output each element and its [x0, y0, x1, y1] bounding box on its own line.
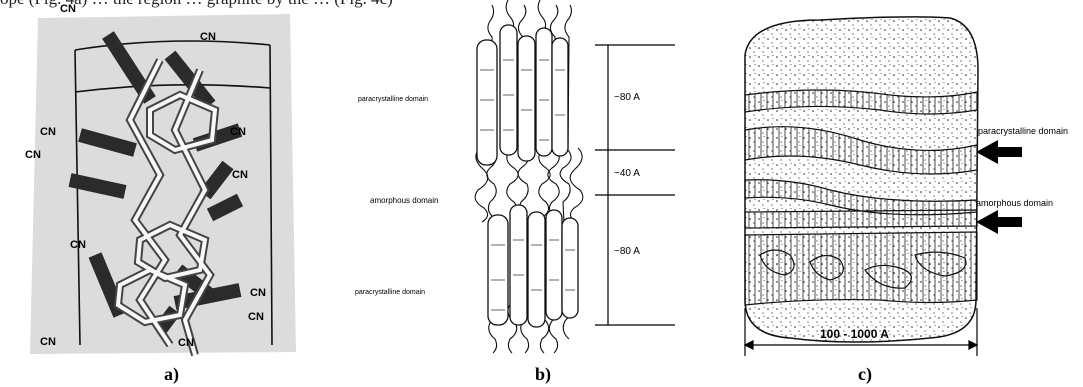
arrow-paracrystalline — [976, 140, 1022, 164]
label-paracrystalline-bottom: paracrystalline domain — [355, 289, 425, 296]
panel-b: ~80 A ~40 A ~80 A paracrystalline domain… — [330, 0, 690, 360]
dimension-label-top: ~80 A — [614, 92, 640, 103]
cn-label: CN — [178, 337, 194, 349]
panel-b-figure: ~80 A ~40 A ~80 A paracrystalline domain… — [330, 0, 690, 360]
cn-label: CN — [60, 3, 76, 15]
cn-label: CN — [70, 239, 86, 251]
panel-a-figure: CN CN CN CN CN CN CN CN CN CN CN — [0, 0, 330, 360]
label-paracrystalline-top: paracrystalline domain — [358, 96, 428, 103]
arrows — [976, 140, 1022, 234]
arrow-amorphous — [976, 210, 1022, 234]
label-paracrystalline: paracrystalline domain — [978, 126, 1068, 136]
label-amorphous: amorphous domain — [370, 196, 438, 205]
cn-label: CN — [200, 31, 216, 43]
dimension-label-bottom: ~80 A — [614, 246, 640, 257]
caption-a: a) — [164, 364, 179, 385]
panel-a: CN CN CN CN CN CN CN CN CN CN CN — [0, 0, 330, 360]
cn-label: CN — [25, 149, 41, 161]
caption-b: b) — [535, 364, 551, 385]
cn-label: CN — [232, 169, 248, 181]
dimension-label-middle: ~40 A — [614, 168, 640, 179]
cn-label: CN — [40, 336, 56, 348]
dimension-bracket — [595, 45, 675, 325]
cn-label: CN — [230, 126, 246, 138]
cn-label: CN — [250, 287, 266, 299]
panel-c-figure: 100 - 1000 A paracrystalline domain amor… — [730, 0, 1083, 362]
paracrystalline-cylinders-top — [477, 25, 568, 165]
panel-c: 100 - 1000 A paracrystalline domain amor… — [730, 0, 1083, 362]
label-amorphous: amorphous domain — [976, 198, 1053, 208]
cn-label: CN — [248, 311, 264, 323]
paracrystalline-cylinders-bottom — [488, 205, 578, 327]
caption-c: c) — [858, 364, 872, 385]
cn-label: CN — [40, 126, 56, 138]
width-label: 100 - 1000 A — [820, 327, 889, 341]
